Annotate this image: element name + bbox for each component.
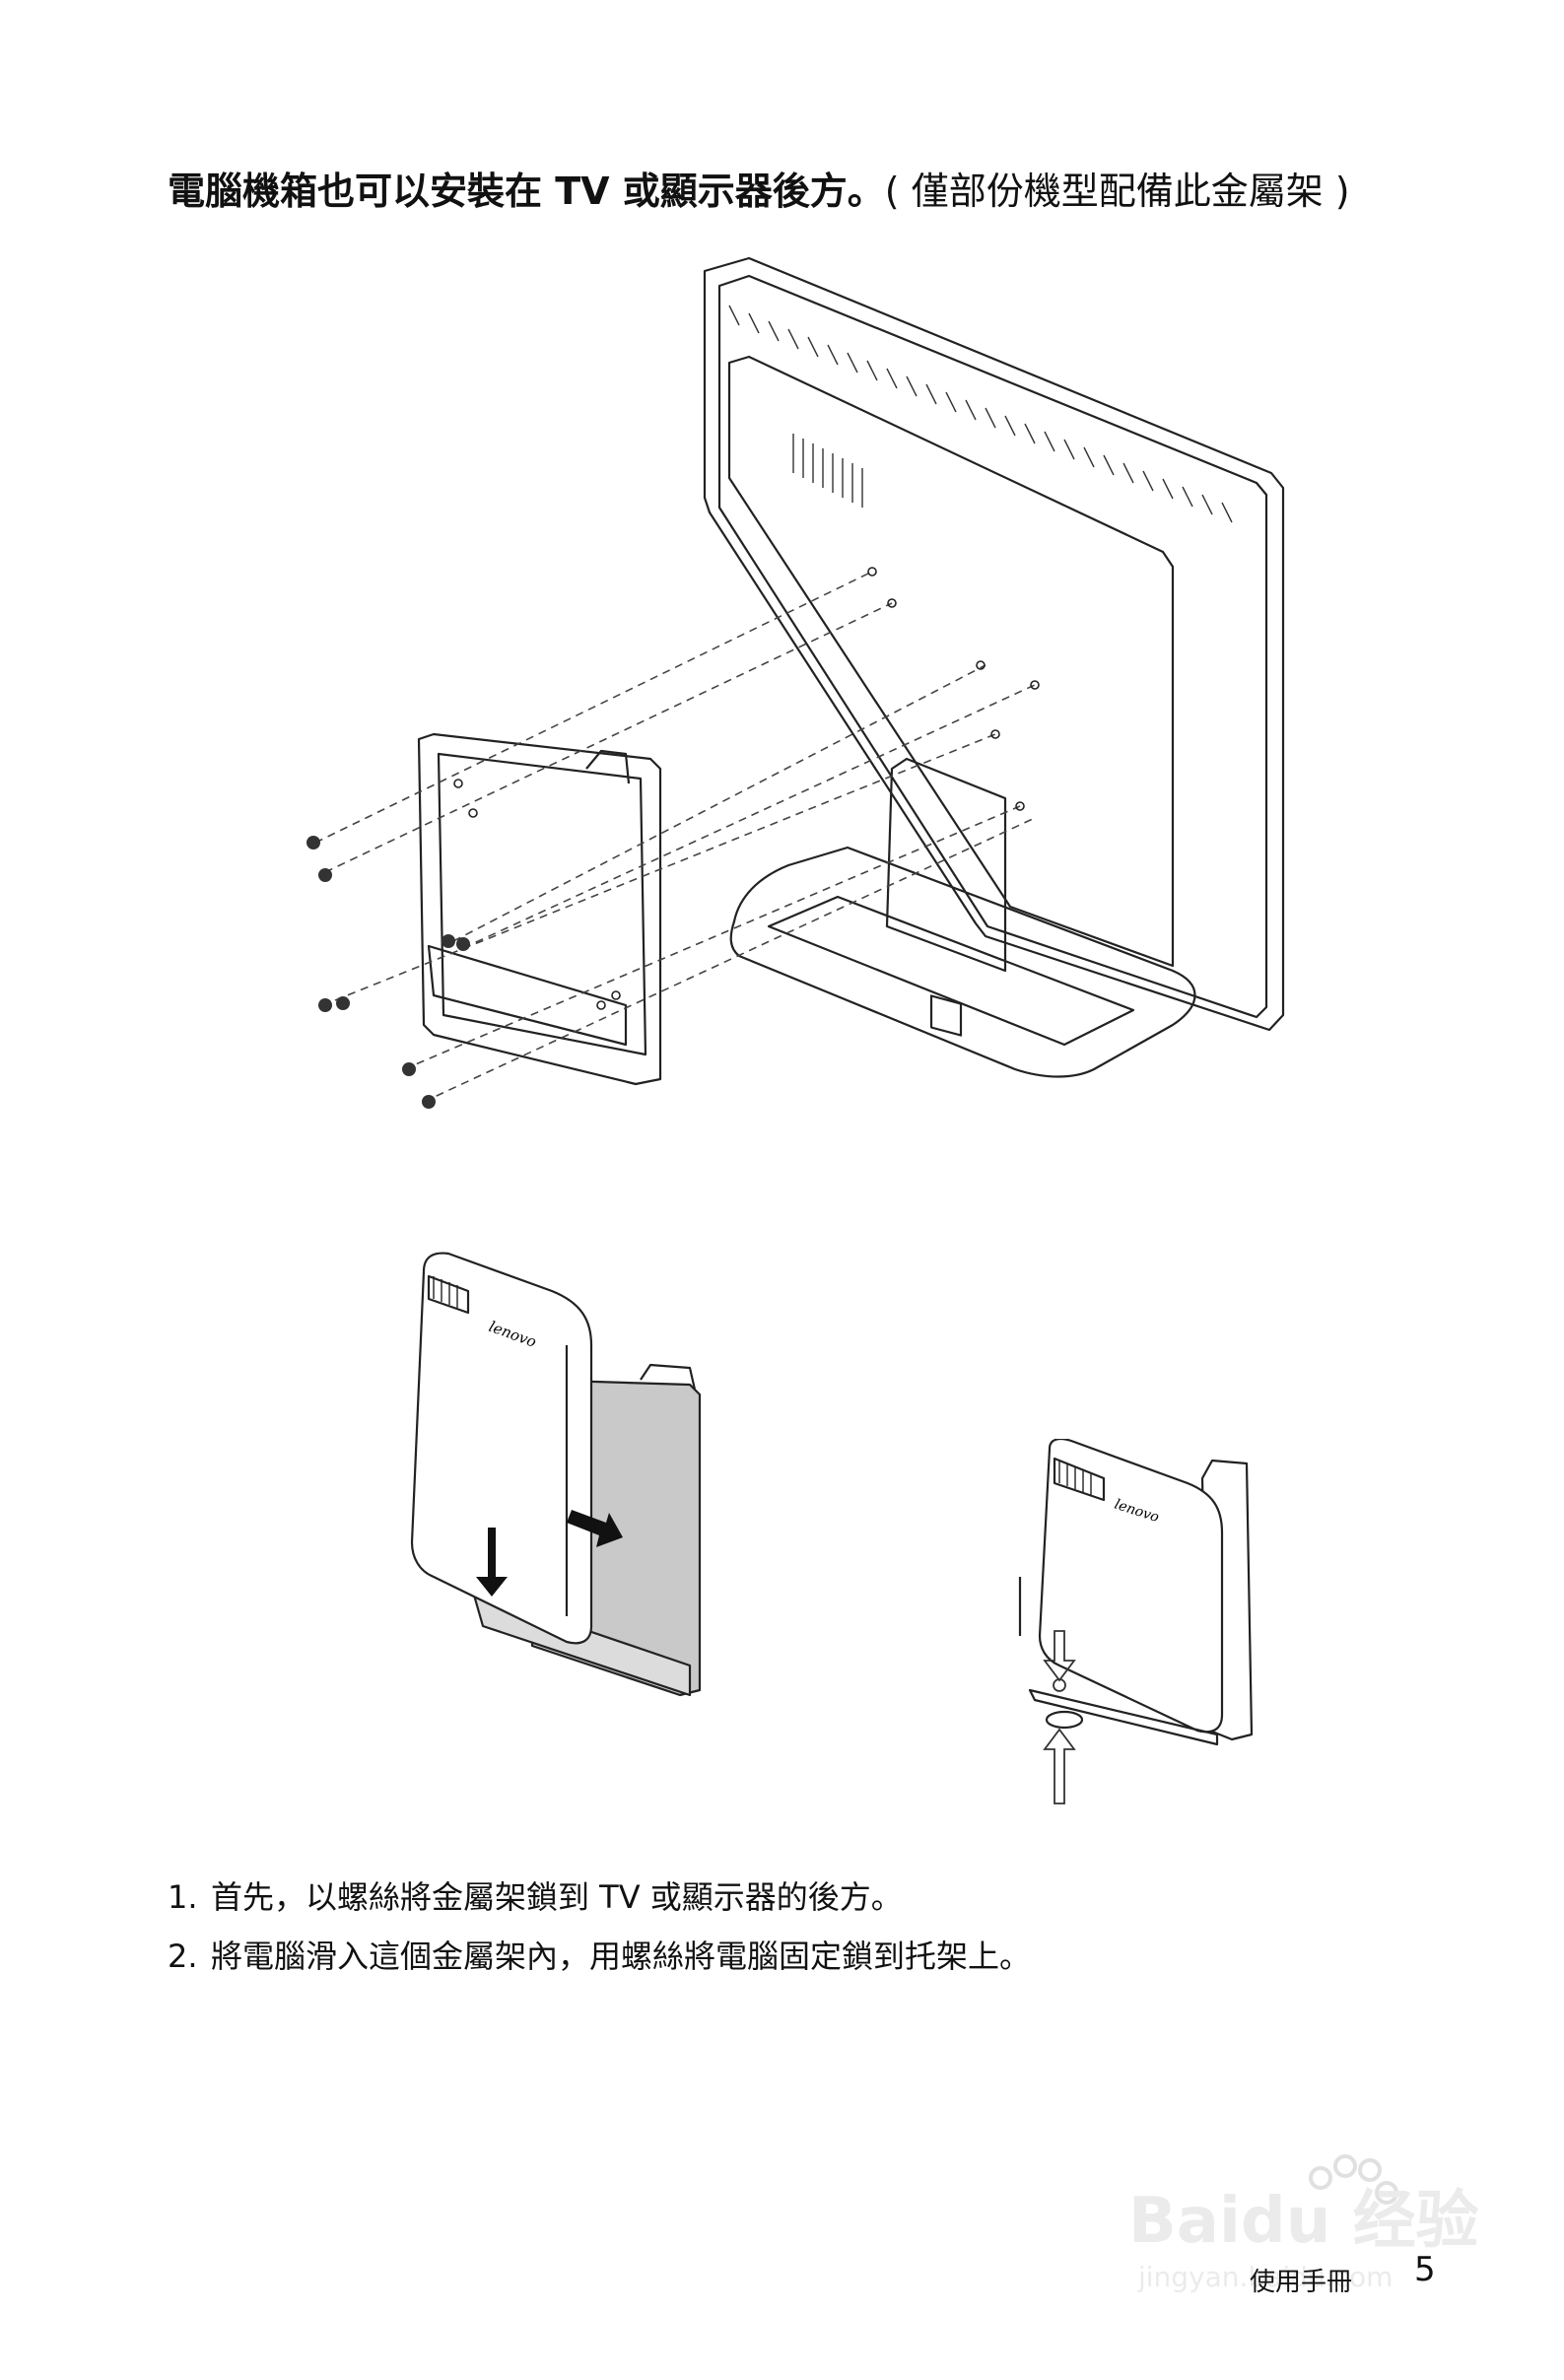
pc-chassis (410, 1252, 593, 1645)
vesa-bracket (417, 732, 662, 1086)
monitor-stand-neck (885, 757, 1007, 973)
baidu-watermark: Baidu 经验 jingyan.baidu.com (1128, 2154, 1479, 2293)
slide-arrows (476, 1510, 623, 1597)
step-1: 1.首先，以螺絲將金屬架鎖到 TV 或顯示器的後方。 (168, 1878, 903, 1916)
page-number: 5 (1414, 2250, 1436, 2289)
slide-in-illustration: lenovo (410, 1252, 702, 1697)
monitor-stand-base (729, 846, 1196, 1078)
screw-icons (306, 836, 470, 1109)
monitor-frame (703, 256, 1285, 1032)
screw-arrows (1043, 1630, 1076, 1804)
pc-chassis (1038, 1439, 1224, 1734)
step-2: 2.將電腦滑入這個金屬架內，用螺絲將電腦固定鎖到托架上。 (168, 1938, 1032, 1975)
instruction-steps: 1.首先，以螺絲將金屬架鎖到 TV 或顯示器的後方。 2.將電腦滑入這個金屬架內… (168, 1868, 1031, 1986)
heading-note: ( 僅部份機型配備此金屬架 ) (884, 170, 1350, 213)
svg-text:Baidu 经验: Baidu 经验 (1128, 2185, 1479, 2258)
section-heading: 電腦機箱也可以安裝在 TV 或顯示器後方。( 僅部份機型配備此金屬架 ) (168, 161, 1350, 215)
footer-label: 使用手冊 (1250, 2268, 1353, 2297)
monitor-vents (728, 305, 1233, 523)
screw-lock-illustration: lenovo (1018, 1439, 1254, 1804)
monitor-bracket-illustration (306, 256, 1285, 1109)
svg-text:jingyan.baidu.com: jingyan.baidu.com (1137, 2261, 1393, 2293)
heading-bold: 電腦機箱也可以安裝在 TV 或顯示器後方。 (168, 170, 885, 213)
